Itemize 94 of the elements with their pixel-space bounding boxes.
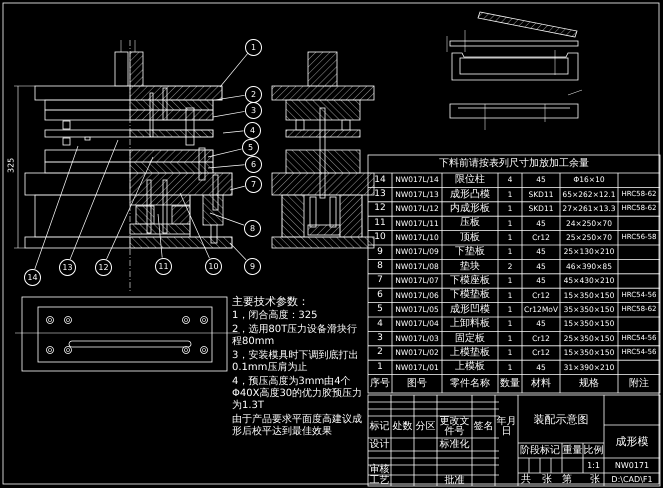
table-title: 下料前请按表列尺寸加放加工余量 — [438, 156, 590, 171]
title-block-header: 标记 — [368, 420, 390, 434]
title-block-header: 年月日 — [496, 416, 518, 438]
part-number: 5 — [376, 303, 384, 316]
technical-note: 2，选用80T压力设备滑块行程80mm — [232, 324, 358, 348]
part-number: 8 — [376, 260, 384, 274]
part-number: 11 — [373, 216, 387, 230]
leader-line — [230, 242, 246, 260]
leader-line — [210, 212, 244, 226]
column-header: 图号 — [406, 376, 428, 391]
title-block-field: 设计 — [368, 438, 391, 451]
drawing-number: NW0171 — [614, 460, 650, 472]
leader-line — [220, 53, 248, 88]
technical-note: 3，安装模具时下调到底打出0.1mm压肩为止 — [232, 350, 360, 374]
column-header: 材料 — [530, 376, 552, 391]
callout-number: 14 — [24, 269, 41, 286]
callout-number: 12 — [95, 259, 112, 276]
callout-number: 5 — [242, 139, 259, 156]
technical-note: 1，闭合高度：325 — [232, 310, 318, 322]
part-number: 12 — [373, 202, 387, 216]
title-block-field: 阶段标记 — [518, 443, 562, 458]
title-block-field: 共 — [519, 473, 533, 486]
column-header: 数量 — [499, 376, 521, 391]
part-name: 下模垫板 — [449, 288, 491, 302]
callout-number: 6 — [245, 156, 262, 173]
callout-number: 8 — [244, 220, 261, 237]
technical-note: 4，预压高度为3mm由4个Φ40X高度30的优力胶预压力为1.3T — [232, 376, 364, 412]
title-block-header: 分区 — [414, 420, 436, 434]
callout-number: 10 — [205, 258, 222, 275]
part-name: 垫块 — [459, 260, 481, 274]
title-block-header: 处数 — [392, 420, 414, 434]
part-name: 固定板 — [454, 332, 486, 346]
leader-line — [214, 94, 245, 100]
column-header: 序号 — [369, 376, 391, 391]
title-block-field: 第 — [560, 473, 574, 486]
leader-line — [208, 148, 242, 158]
part-number: 9 — [376, 246, 384, 259]
part-name: 上模板 — [454, 360, 486, 374]
part-number: 2 — [376, 346, 384, 360]
title-block-header: 更改文件号 — [438, 416, 470, 438]
leader-line — [212, 111, 245, 118]
callout-number: 13 — [59, 259, 76, 276]
part-name: 成形凹模 — [449, 302, 491, 317]
title-block-field: 批准 — [437, 475, 472, 486]
callout-number: 1 — [245, 39, 262, 56]
drawing-title: 装配示意图 — [532, 412, 590, 428]
part-number: 1 — [376, 360, 384, 374]
column-header: 零件名称 — [449, 376, 491, 391]
part-name: 上模垫板 — [449, 346, 491, 360]
callout-number: 3 — [245, 102, 262, 119]
title-block-field: 工艺 — [368, 475, 391, 486]
callout-number: 7 — [245, 176, 262, 193]
callout-number: 9 — [244, 258, 261, 275]
title-block-field: 重量 — [562, 443, 583, 458]
part-number: 6 — [376, 288, 384, 302]
leader-line — [158, 214, 163, 258]
title-block-field: 张 — [588, 473, 602, 486]
part-name: 下垫板 — [454, 245, 486, 260]
scale-value: 1:1 — [586, 460, 601, 472]
part-name: 顶板 — [459, 230, 481, 245]
part-name: 成形模 — [614, 434, 650, 450]
callout-number: 2 — [245, 86, 262, 103]
notes-heading: 主要技术参数： — [232, 296, 310, 308]
leader-line — [70, 140, 118, 260]
part-number: 3 — [376, 332, 384, 346]
leader-line — [222, 130, 244, 134]
leader-line — [230, 186, 246, 190]
part-name: 内成形板 — [449, 202, 491, 216]
column-header: 规格 — [578, 376, 600, 391]
title-block-field: 标准化 — [437, 438, 472, 451]
part-name: 压板 — [459, 216, 481, 230]
part-number: 4 — [376, 318, 384, 331]
leader-line — [208, 164, 245, 168]
file-path: D:\CAD\F1 — [610, 474, 654, 486]
part-number: 13 — [373, 188, 387, 202]
title-block-field: 张 — [540, 473, 554, 486]
title-block-field: 比例 — [583, 443, 604, 458]
part-name: 成形凸模 — [449, 188, 491, 202]
part-name: 下模座板 — [449, 274, 491, 288]
callout-number: 4 — [244, 122, 261, 139]
callout-number: 11 — [155, 258, 172, 275]
part-number: 10 — [373, 231, 387, 244]
column-header: 附注 — [628, 376, 650, 391]
part-name: 上卸料板 — [449, 317, 491, 332]
leader-line — [106, 156, 154, 260]
part-number: 14 — [373, 174, 387, 187]
title-block-header: 签名 — [472, 420, 494, 434]
part-number: 7 — [376, 274, 384, 288]
part-name: 限位柱 — [454, 173, 486, 188]
leader-line — [34, 146, 78, 270]
leader-line — [180, 192, 210, 259]
technical-note: 由于产品要求平面度高建议成形后校平达到最佳效果 — [232, 414, 363, 438]
title-block-field: 审核 — [368, 465, 391, 475]
dimension-value: 325 — [6, 156, 16, 175]
